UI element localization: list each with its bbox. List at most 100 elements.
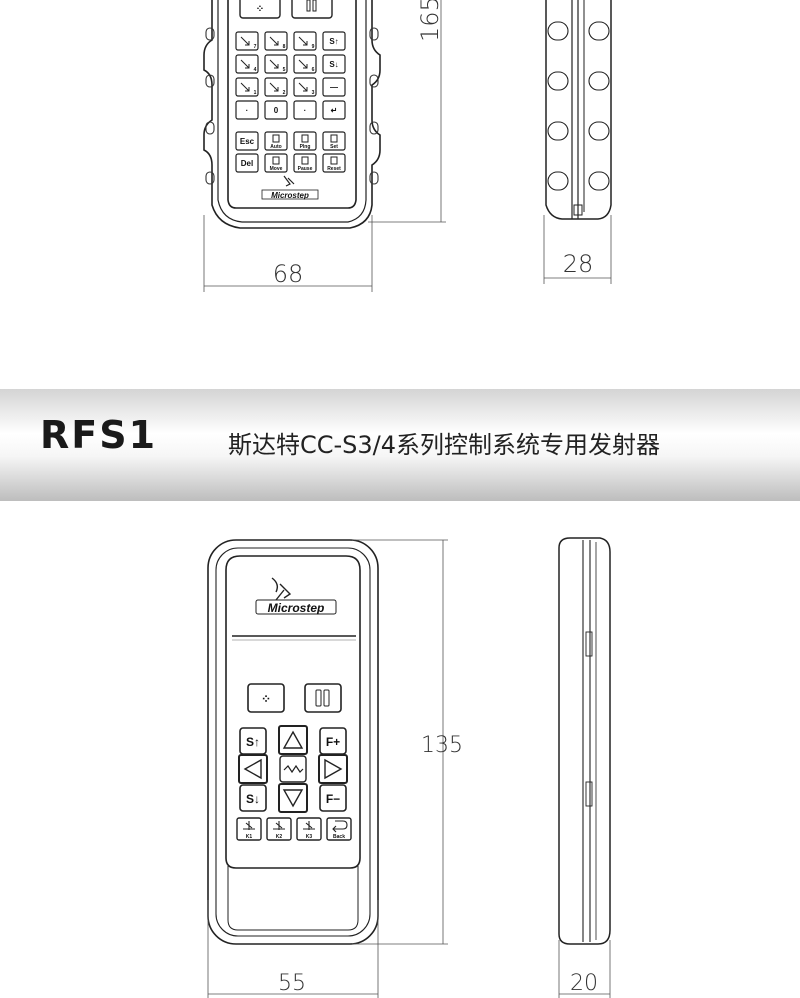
up-arrow-key[interactable] <box>278 725 308 755</box>
k-key-3[interactable] <box>326 817 352 841</box>
s-down-key[interactable] <box>239 784 267 812</box>
start-key[interactable] <box>239 0 281 19</box>
top-height-label: 165 <box>416 0 444 42</box>
top-func-key-r1c0[interactable] <box>235 153 259 173</box>
back-icon <box>332 820 348 833</box>
top-key-r2c2[interactable] <box>293 77 317 97</box>
svg-text:Microstep: Microstep <box>268 601 325 615</box>
top-key-sub: 6 <box>312 67 315 73</box>
top-depth-label: 28 <box>563 250 594 278</box>
top-key-label: 0 <box>274 106 279 115</box>
top-key-r2c3[interactable] <box>322 77 346 97</box>
arrow-icon <box>298 36 308 46</box>
k-key-label: K1 <box>246 834 253 840</box>
top-key-r0c3[interactable] <box>322 31 346 51</box>
top-key-sub: 1 <box>254 90 257 96</box>
top-func-key-r0c2[interactable] <box>293 131 317 151</box>
top-key-label: · <box>304 106 307 115</box>
top-func-key-r0c1[interactable] <box>264 131 288 151</box>
top-key-label: · <box>246 106 249 115</box>
top-key-r1c2[interactable] <box>293 54 317 74</box>
bottom-width-label: 55 <box>278 971 306 996</box>
top-key-r2c1[interactable] <box>264 77 288 97</box>
arrow-icon <box>269 59 279 69</box>
top-key-r0c1[interactable] <box>264 31 288 51</box>
top-remote-side-view <box>543 0 612 284</box>
center-key[interactable] <box>279 755 307 783</box>
top-key-r0c2[interactable] <box>293 31 317 51</box>
model-code: RFS1 <box>40 413 158 457</box>
right-arrow-key[interactable] <box>318 754 348 784</box>
left-arrow-key[interactable] <box>238 754 268 784</box>
top-func-key-r1c2[interactable] <box>293 153 317 173</box>
pause-key[interactable] <box>291 0 333 19</box>
k-key-label: Back <box>333 834 345 840</box>
k-key-label: K2 <box>276 834 283 840</box>
top-key-r1c0[interactable] <box>235 54 259 74</box>
arrow-icon <box>240 59 250 69</box>
top-key-r2c0[interactable] <box>235 77 259 97</box>
top-key-r3c0[interactable] <box>235 100 259 120</box>
arrow-icon <box>269 36 279 46</box>
top-func-key-r1c3[interactable] <box>322 153 346 173</box>
top-func-key-sub: Plng <box>300 144 311 150</box>
top-func-key-label: Del <box>241 159 253 168</box>
func-icon <box>272 156 280 165</box>
top-key-r1c3[interactable] <box>322 54 346 74</box>
func-icon <box>330 156 338 165</box>
start-key-bottom[interactable] <box>247 683 285 713</box>
top-func-key-r0c0[interactable] <box>235 131 259 151</box>
func-icon <box>330 134 338 143</box>
top-key-sub: 4 <box>254 67 257 73</box>
top-key-r1c1[interactable] <box>264 54 288 74</box>
top-func-key-sub: Set <box>330 144 338 150</box>
top-key-label: S↑ <box>329 37 338 46</box>
svg-text:⁘: ⁘ <box>256 4 264 15</box>
svg-text:S↑: S↑ <box>246 735 260 749</box>
bottom-height-label: 135 <box>421 733 463 758</box>
top-key-r0c0[interactable] <box>235 31 259 51</box>
top-key-sub: 7 <box>254 44 257 50</box>
bottom-brand-logo: Microstep <box>255 577 337 615</box>
top-key-sub: 5 <box>283 67 286 73</box>
arrow-icon <box>240 82 250 92</box>
bottom-remote-front-view: Microstep ⁘ S↑ F+ S↓ F− <box>207 539 448 998</box>
top-func-key-sub: Reset <box>327 166 341 172</box>
top-key-sub: 8 <box>283 44 286 50</box>
k-key-label: K3 <box>306 834 313 840</box>
arrow-icon <box>269 82 279 92</box>
top-func-key-r0c3[interactable] <box>322 131 346 151</box>
top-key-r3c2[interactable] <box>293 100 317 120</box>
top-key-sub: 3 <box>312 90 315 96</box>
top-key-label: S↓ <box>329 60 338 69</box>
svg-text:⁘: ⁘ <box>261 692 271 706</box>
bottom-depth-label: 20 <box>570 971 598 996</box>
func-icon <box>301 156 309 165</box>
k-key-2[interactable] <box>296 817 322 841</box>
k-key-1[interactable] <box>266 817 292 841</box>
top-func-key-sub: Pause <box>298 166 313 172</box>
arrow-icon <box>298 59 308 69</box>
arrow-icon <box>240 36 250 46</box>
top-key-r3c3[interactable] <box>322 100 346 120</box>
top-key-r3c1[interactable] <box>264 100 288 120</box>
k-key-0[interactable] <box>236 817 262 841</box>
func-icon <box>301 134 309 143</box>
top-func-key-r1c1[interactable] <box>264 153 288 173</box>
top-key-sub: 9 <box>312 44 315 50</box>
torch-icon <box>273 821 285 830</box>
top-key-label: ↵ <box>331 106 338 115</box>
top-brand-logo: Microstep <box>261 175 319 200</box>
f-minus-key[interactable] <box>319 784 347 812</box>
top-key-sub: 2 <box>283 90 286 96</box>
torch-icon <box>243 821 255 830</box>
down-arrow-key[interactable] <box>278 783 308 813</box>
torch-icon <box>303 821 315 830</box>
pause-key-bottom[interactable] <box>304 683 342 713</box>
top-width-label: 68 <box>273 260 304 288</box>
svg-text:Microstep: Microstep <box>271 191 309 200</box>
